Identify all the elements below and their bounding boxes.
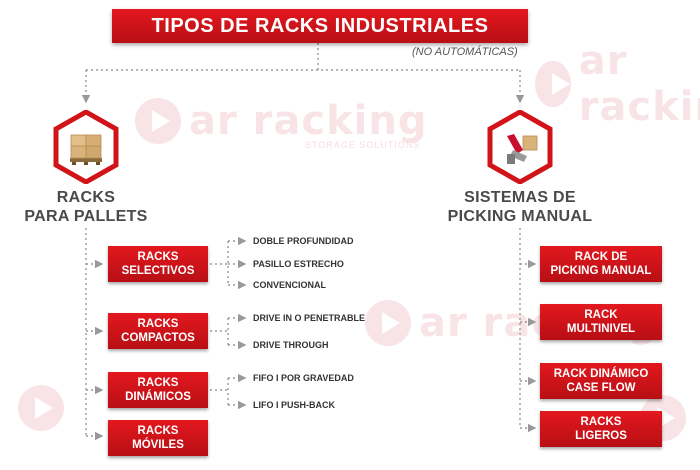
section-title-line: PICKING MANUAL — [447, 208, 593, 225]
picking-type-box-picking-manual: RACK DE PICKING MANUAL — [540, 246, 662, 282]
subtype-label: DRIVE THROUGH — [253, 340, 329, 350]
subtype-label: DRIVE IN O PENETRABLE — [253, 313, 366, 323]
subtype-label: CONVENCIONAL — [253, 280, 327, 290]
box-label-line: LIGEROS — [575, 430, 627, 442]
rack-type-box-dinamicos: RACKS DINÁMICOS — [108, 372, 208, 408]
section-title-line: RACKS — [56, 189, 116, 206]
subtype-label: LIFO I PUSH-BACK — [253, 400, 335, 410]
box-label-line: RACKS — [137, 318, 179, 330]
box-label-line: RACKS — [137, 377, 179, 389]
box-label-line: PICKING MANUAL — [550, 265, 652, 277]
subtitle: (NO AUTOMÁTICAS) — [412, 46, 518, 58]
section-title-line: SISTEMAS DE — [464, 189, 576, 206]
rack-type-box-moviles: RACKS MÓVILES — [108, 420, 208, 456]
box-label-line: RACK DE — [574, 251, 628, 263]
page-title: TIPOS DE RACKS INDUSTRIALES — [112, 9, 528, 43]
section-title-picking-manual: SISTEMAS DE PICKING MANUAL — [430, 188, 610, 226]
subtype-label: DOBLE PROFUNDIDAD — [253, 236, 354, 246]
pallet-boxes-icon — [53, 110, 119, 184]
box-label-line: CASE FLOW — [566, 382, 636, 394]
box-label-line: SELECTIVOS — [121, 265, 195, 277]
box-label-line: RACK DINÁMICO — [553, 368, 649, 380]
picking-type-box-case-flow: RACK DINÁMICO CASE FLOW — [540, 363, 662, 399]
box-label-line: MULTINIVEL — [566, 323, 636, 335]
section-title-line: PARA PALLETS — [24, 208, 148, 225]
subtype-label: PASILLO ESTRECHO — [253, 259, 344, 269]
box-label-line: COMPACTOS — [121, 332, 195, 344]
box-label-line: RACK — [584, 309, 618, 321]
box-label-line: RACKS — [137, 425, 179, 437]
box-label-line: MÓVILES — [132, 439, 184, 451]
box-label-line: RACKS — [580, 416, 622, 428]
box-label-line: DINÁMICOS — [125, 391, 191, 403]
picking-type-box-ligeros: RACKS LIGEROS — [540, 411, 662, 447]
box-label-line: RACKS — [137, 251, 179, 263]
rack-type-box-selectivos: RACKS SELECTIVOS — [108, 246, 208, 282]
section-title-racks-para-pallets: RACKS PARA PALLETS — [0, 188, 172, 226]
rack-type-box-compactos: RACKS COMPACTOS — [108, 313, 208, 349]
picking-arm-icon — [487, 110, 553, 184]
subtype-label: FIFO I POR GRAVEDAD — [253, 373, 354, 383]
picking-type-box-multinivel: RACK MULTINIVEL — [540, 304, 662, 340]
